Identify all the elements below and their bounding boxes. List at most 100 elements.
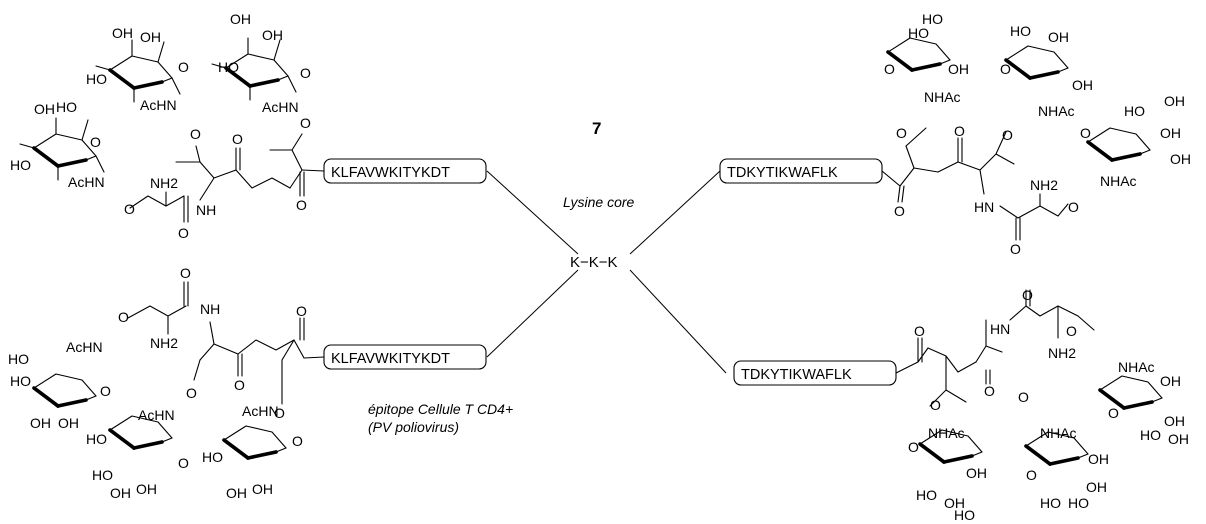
lysine-core: K−K−K: [570, 254, 618, 271]
svg-text:KLFAVWKITYKDT: KLFAVWKITYKDT: [331, 165, 450, 181]
svg-text:O: O: [908, 439, 919, 455]
svg-text:TDKYTIKWAFLK: TDKYTIKWAFLK: [741, 367, 852, 383]
svg-text:HO: HO: [8, 351, 29, 367]
peptide-right-top: TDKYTIKWAFLK: [719, 158, 883, 184]
svg-text:HN: HN: [974, 199, 994, 215]
svg-text:OH: OH: [136, 481, 157, 497]
svg-text:KLFAVWKITYKDT: KLFAVWKITYKDT: [331, 351, 450, 367]
core-linkers: [486, 170, 727, 374]
svg-text:O: O: [178, 59, 189, 75]
svg-text:HO: HO: [56, 99, 77, 115]
svg-text:HN: HN: [990, 321, 1010, 337]
epitope-source: (PV poliovirus): [368, 419, 459, 435]
svg-text:O: O: [896, 125, 907, 141]
svg-text:O: O: [186, 385, 197, 401]
svg-text:OH: OH: [966, 465, 987, 481]
svg-text:NH: NH: [200, 301, 220, 317]
peptide-left-bottom: KLFAVWKITYKDT: [323, 344, 487, 370]
svg-text:NH: NH: [196, 202, 216, 218]
svg-text:OH: OH: [948, 61, 969, 77]
svg-text:O: O: [1018, 389, 1029, 405]
glycopeptide-upper-left: HO OH HO AcHN O HO OH OH AcHN O HO OH OH…: [10, 11, 325, 241]
svg-text:O: O: [1066, 323, 1077, 339]
svg-text:HO: HO: [10, 157, 31, 173]
svg-text:O: O: [1002, 127, 1013, 143]
svg-text:O: O: [234, 377, 245, 393]
svg-text:O: O: [118, 309, 129, 325]
svg-text:NH2: NH2: [1030, 177, 1058, 193]
svg-text:OH: OH: [262, 27, 283, 43]
svg-text:O: O: [884, 61, 895, 77]
svg-text:OH: OH: [1086, 479, 1107, 495]
svg-text:O: O: [232, 131, 243, 147]
svg-text:HO: HO: [92, 467, 113, 483]
linker-right-top: [629, 170, 721, 255]
svg-text:NHAc: NHAc: [1100, 173, 1137, 189]
svg-text:O: O: [1068, 199, 1079, 215]
svg-text:O: O: [300, 65, 311, 81]
svg-text:NH2: NH2: [1048, 345, 1076, 361]
svg-text:OH: OH: [1048, 29, 1069, 45]
svg-text:O: O: [296, 303, 307, 319]
lysine-core-label: Lysine core: [563, 194, 635, 210]
glycopeptide-upper-right: HO O OH NHAc HO O HO OH O OH NHAc O HO O…: [881, 11, 1191, 257]
svg-text:OH: OH: [1170, 151, 1191, 167]
svg-text:O: O: [100, 383, 111, 399]
svg-text:HO: HO: [1140, 427, 1161, 443]
svg-text:O: O: [1108, 405, 1119, 421]
svg-text:O: O: [296, 197, 307, 213]
svg-text:HO: HO: [86, 71, 107, 87]
svg-text:OH: OH: [1168, 431, 1189, 447]
svg-text:OH: OH: [1160, 125, 1181, 141]
svg-text:OH: OH: [226, 485, 247, 501]
svg-text:AcHN: AcHN: [138, 407, 175, 423]
svg-text:OH: OH: [30, 415, 51, 431]
svg-text:AcHN: AcHN: [242, 403, 279, 419]
svg-text:NH2: NH2: [150, 175, 178, 191]
peptide-left-top: KLFAVWKITYKDT: [323, 158, 487, 184]
svg-text:O: O: [300, 115, 311, 131]
svg-text:HO: HO: [1124, 103, 1145, 119]
svg-text:OH: OH: [1164, 93, 1185, 109]
svg-text:O: O: [930, 397, 941, 413]
epitope-caption: épitope Cellule T CD4+: [368, 401, 513, 417]
svg-text:O: O: [180, 265, 191, 281]
svg-text:OH: OH: [58, 415, 79, 431]
svg-text:O: O: [292, 433, 303, 449]
svg-text:O: O: [178, 455, 189, 471]
svg-text:OH: OH: [1164, 413, 1185, 429]
glycopeptide-lower-right: O O HN O NH2 O NHAc OH OH O HO OH NHAc O: [895, 287, 1189, 523]
svg-text:NHAc: NHAc: [928, 425, 965, 441]
peptide-right-bottom: TDKYTIKWAFLK: [733, 360, 897, 386]
svg-text:O: O: [1000, 61, 1011, 77]
svg-text:HO: HO: [1010, 23, 1031, 39]
svg-text:OH: OH: [1088, 451, 1109, 467]
svg-text:OH: OH: [112, 25, 133, 41]
svg-text:O: O: [894, 203, 905, 219]
svg-text:O: O: [914, 323, 925, 339]
linker-left-bottom: [486, 269, 579, 358]
svg-text:O: O: [984, 383, 995, 399]
svg-text:NHAc: NHAc: [1040, 425, 1077, 441]
svg-text:HO: HO: [922, 11, 943, 27]
svg-text:O: O: [1022, 287, 1033, 303]
svg-text:OH: OH: [252, 481, 273, 497]
svg-text:OH: OH: [1160, 373, 1181, 389]
svg-text:HO: HO: [916, 487, 937, 503]
svg-text:OH: OH: [34, 101, 55, 117]
linker-left-top: [486, 170, 579, 255]
svg-text:HO: HO: [908, 25, 929, 41]
compound-number: 7: [592, 119, 601, 138]
svg-text:O: O: [1026, 467, 1037, 483]
svg-text:HO: HO: [10, 373, 31, 389]
svg-text:TDKYTIKWAFLK: TDKYTIKWAFLK: [727, 165, 838, 181]
svg-text:OH: OH: [230, 11, 251, 27]
svg-text:O: O: [274, 405, 285, 421]
svg-text:OH: OH: [140, 29, 161, 45]
svg-text:HO: HO: [954, 507, 975, 523]
svg-text:OH: OH: [1072, 77, 1093, 93]
svg-text:NHAc: NHAc: [924, 89, 961, 105]
svg-text:O: O: [178, 225, 189, 241]
